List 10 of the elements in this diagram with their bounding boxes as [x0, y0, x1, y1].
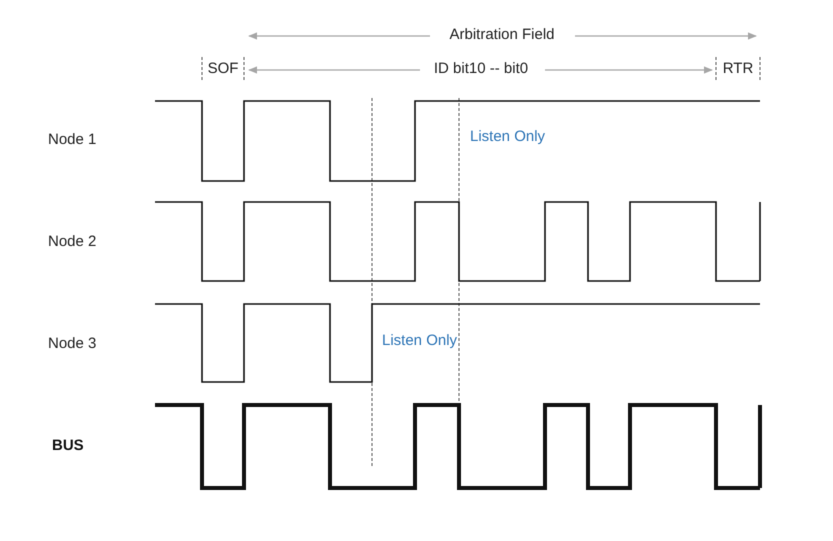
field-label: SOF	[208, 60, 238, 78]
field-label: RTR	[722, 60, 754, 78]
signal-name: Node 3	[48, 335, 96, 353]
status-note: Listen Only	[470, 128, 546, 146]
field-label: Arbitration Field	[449, 26, 555, 44]
field-label: ID bit10 -- bit0	[434, 60, 528, 78]
signal-name: BUS	[52, 437, 84, 455]
signal-name: Node 1	[48, 131, 96, 149]
signal-name: Node 2	[48, 233, 96, 251]
status-note: Listen Only	[382, 332, 458, 350]
